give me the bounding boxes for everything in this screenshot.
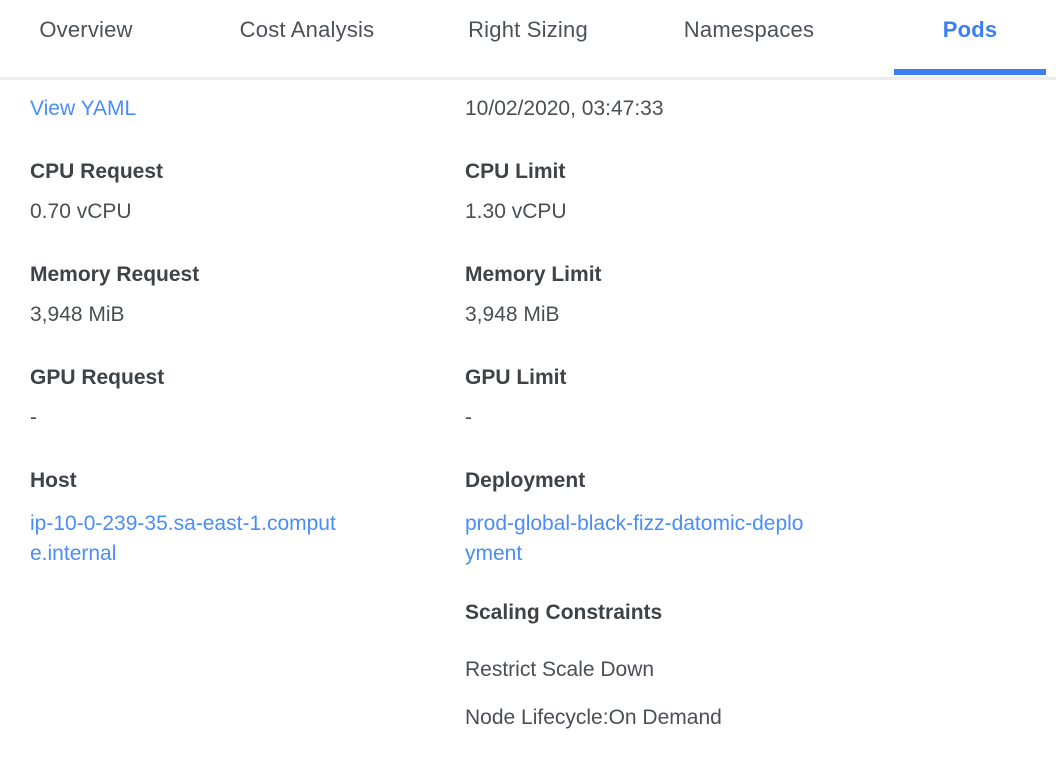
host-link[interactable]: ip-10-0-239-35.sa-east-1.compute.interna… xyxy=(30,512,336,565)
tab-right-sizing[interactable]: Right Sizing xyxy=(468,17,588,42)
memory-request-value: 3,948 MiB xyxy=(30,303,125,326)
tab-bar: Overview Cost Analysis Right Sizing Name… xyxy=(0,0,1056,80)
gpu-request-label: GPU Request xyxy=(30,366,165,389)
scaling-constraints-label: Scaling Constraints xyxy=(465,601,663,624)
pod-details-panel: View YAML 10/02/2020, 03:47:33 CPU Reque… xyxy=(0,80,1056,758)
tab-namespaces[interactable]: Namespaces xyxy=(683,17,815,42)
field-deployment: Deployment prod-global-black-fizz-datomi… xyxy=(465,469,1036,569)
cpu-limit-value: 1.30 vCPU xyxy=(465,200,567,223)
deployment-link[interactable]: prod-global-black-fizz-datomic-deploymen… xyxy=(465,512,804,565)
cpu-request-value: 0.70 vCPU xyxy=(30,200,132,223)
field-memory-request: Memory Request 3,948 MiB xyxy=(30,263,465,327)
memory-limit-value: 3,948 MiB xyxy=(465,303,560,326)
gpu-limit-label: GPU Limit xyxy=(465,366,567,389)
deployment-label: Deployment xyxy=(465,469,586,492)
field-host: Host ip-10-0-239-35.sa-east-1.compute.in… xyxy=(30,469,465,569)
field-gpu-limit: GPU Limit - xyxy=(465,366,1036,430)
memory-limit-label: Memory Limit xyxy=(465,263,602,286)
host-label: Host xyxy=(30,469,77,492)
memory-request-label: Memory Request xyxy=(30,263,200,286)
tab-pods[interactable]: Pods xyxy=(894,0,1046,77)
tab-overview[interactable]: Overview xyxy=(39,17,133,42)
start-time-cell: 10/02/2020, 03:47:33 xyxy=(465,97,1036,121)
view-yaml-cell: View YAML xyxy=(30,97,465,121)
field-cpu-limit: CPU Limit 1.30 vCPU xyxy=(465,160,1036,224)
field-memory-limit: Memory Limit 3,948 MiB xyxy=(465,263,1036,327)
constraint-node-lifecycle: Node Lifecycle:On Demand xyxy=(465,706,722,729)
scaling-constraints: Scaling Constraints Restrict Scale Down … xyxy=(465,601,1036,754)
tab-cost-analysis[interactable]: Cost Analysis xyxy=(239,17,375,42)
empty-cell xyxy=(30,601,465,754)
constraint-restrict-scale-down: Restrict Scale Down xyxy=(465,658,655,681)
cpu-limit-label: CPU Limit xyxy=(465,160,566,183)
cpu-request-label: CPU Request xyxy=(30,160,164,183)
gpu-limit-value: - xyxy=(465,406,472,429)
gpu-request-value: - xyxy=(30,406,37,429)
field-gpu-request: GPU Request - xyxy=(30,366,465,430)
view-yaml-link[interactable]: View YAML xyxy=(30,97,137,120)
field-cpu-request: CPU Request 0.70 vCPU xyxy=(30,160,465,224)
pod-start-time: 10/02/2020, 03:47:33 xyxy=(465,97,664,120)
